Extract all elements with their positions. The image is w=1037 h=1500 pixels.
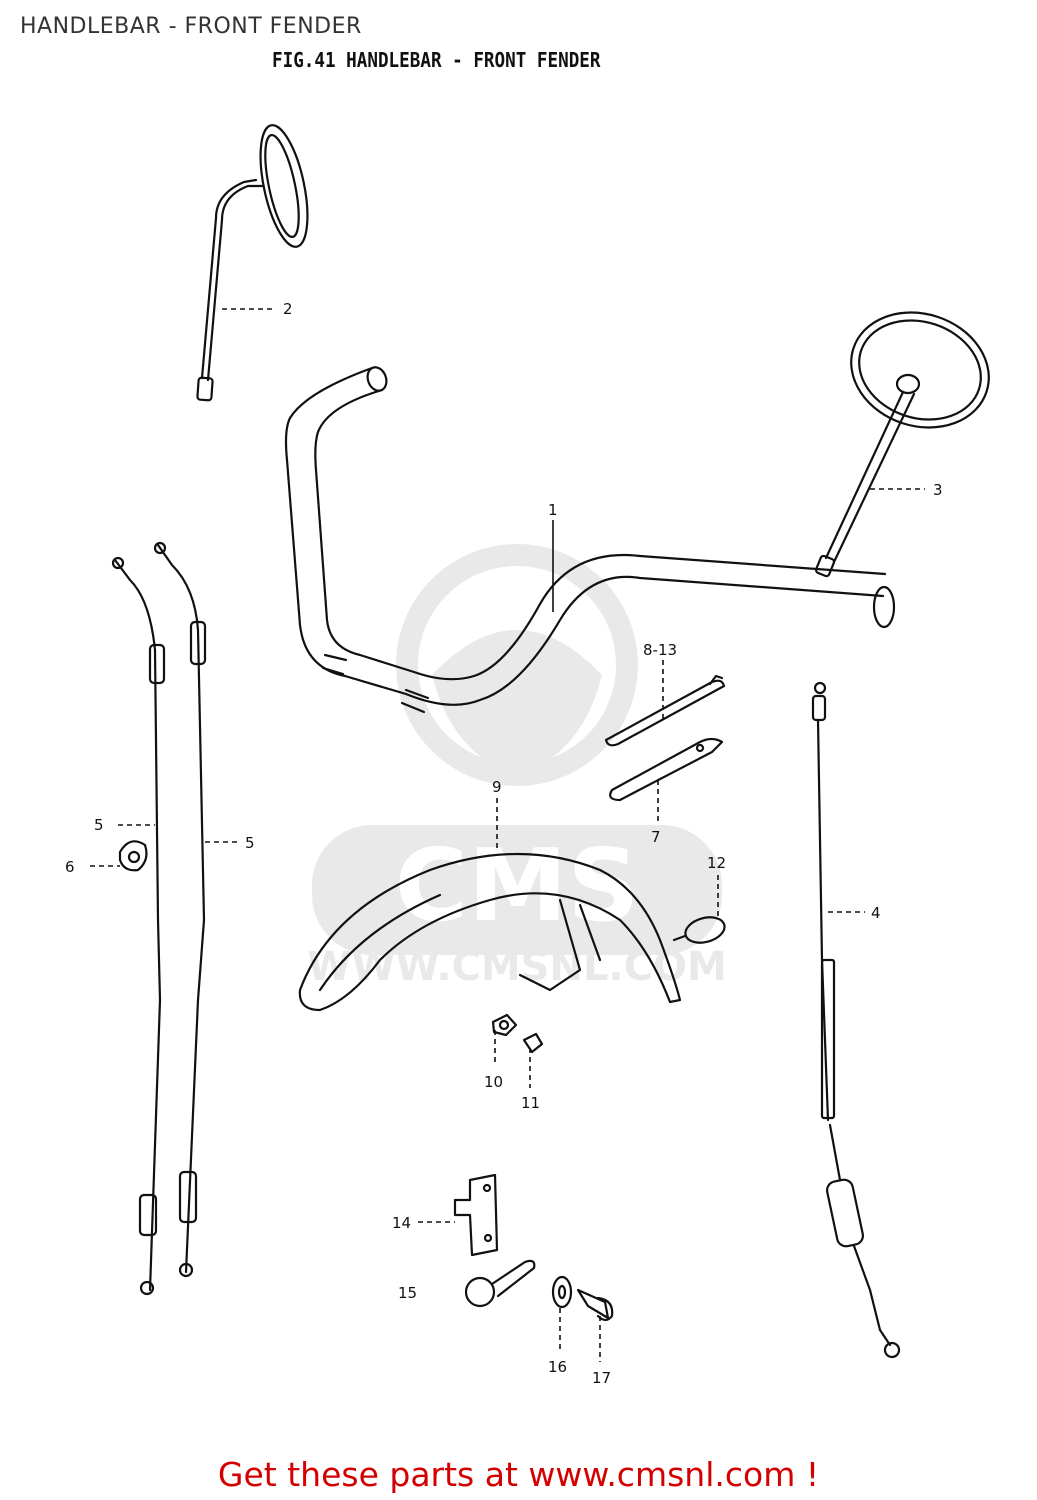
reflector[interactable] — [672, 913, 727, 947]
clutch-cable[interactable] — [811, 681, 901, 1359]
callout-8-13: 8-13 — [643, 641, 677, 659]
callout-17: 17 — [592, 1369, 611, 1387]
front-fender[interactable] — [298, 852, 682, 1012]
watermark-logo-text: CMS — [395, 827, 640, 944]
throttle-cable-right[interactable] — [153, 541, 207, 1278]
callout-12: 12 — [707, 854, 726, 872]
callout-16: 16 — [548, 1358, 567, 1376]
cms-watermark-logo: CMS WWW.CMSNL.COM — [307, 544, 727, 990]
handlebar[interactable] — [284, 365, 896, 714]
clamp-band[interactable] — [464, 1259, 536, 1308]
bracket-plate[interactable] — [453, 1173, 499, 1257]
callout-1: 1 — [548, 501, 558, 519]
throttle-cable-left[interactable] — [111, 556, 166, 1296]
callout-10: 10 — [484, 1073, 503, 1091]
nut[interactable] — [491, 1013, 518, 1037]
callout-5a: 5 — [94, 816, 104, 834]
watermark-url-text: WWW.CMSNL.COM — [307, 944, 727, 990]
callout-4: 4 — [871, 904, 881, 922]
callout-14: 14 — [392, 1214, 411, 1232]
callout-5b: 5 — [245, 834, 255, 852]
bracket-7[interactable] — [609, 737, 724, 802]
left-mirror[interactable] — [196, 121, 316, 402]
cable-clamp[interactable] — [118, 840, 148, 872]
callout-9: 9 — [492, 778, 502, 796]
washer-16[interactable] — [551, 1275, 573, 1309]
callout-2: 2 — [283, 300, 293, 318]
washer[interactable] — [522, 1032, 544, 1054]
callout-7: 7 — [651, 828, 661, 846]
figure-title: FIG.41 HANDLEBAR - FRONT FENDER — [272, 48, 601, 72]
callout-3: 3 — [933, 481, 943, 499]
callout-11: 11 — [521, 1094, 540, 1112]
bolt-17[interactable] — [576, 1288, 614, 1322]
footer-link[interactable]: Get these parts at www.cmsnl.com ! — [217, 1455, 820, 1494]
callout-6: 6 — [65, 858, 75, 876]
right-mirror[interactable] — [814, 295, 1004, 578]
callout-15: 15 — [398, 1284, 417, 1302]
bracket-8-13[interactable] — [604, 674, 726, 747]
page-heading: HANDLEBAR - FRONT FENDER — [20, 14, 362, 39]
